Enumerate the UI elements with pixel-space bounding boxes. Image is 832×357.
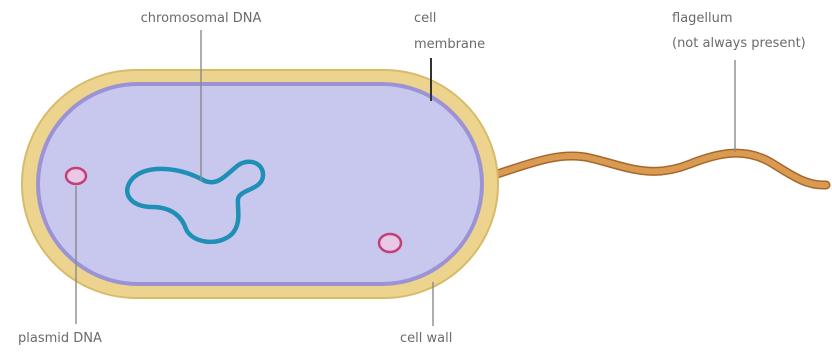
label-chromosomal-dna: chromosomal DNA (141, 11, 262, 26)
flagellum (470, 153, 826, 191)
plasmid-dna-right (379, 234, 401, 252)
label-flagellum-line2: (not always present) (672, 36, 806, 51)
label-plasmid-dna: plasmid DNA (18, 331, 102, 346)
label-cell-membrane-line2: membrane (414, 37, 485, 52)
label-cell-wall: cell wall (400, 331, 452, 346)
plasmid-dna-left (66, 168, 86, 184)
label-flagellum-line1: flagellum (672, 11, 733, 26)
label-cell-membrane-line1: cell (414, 11, 436, 26)
